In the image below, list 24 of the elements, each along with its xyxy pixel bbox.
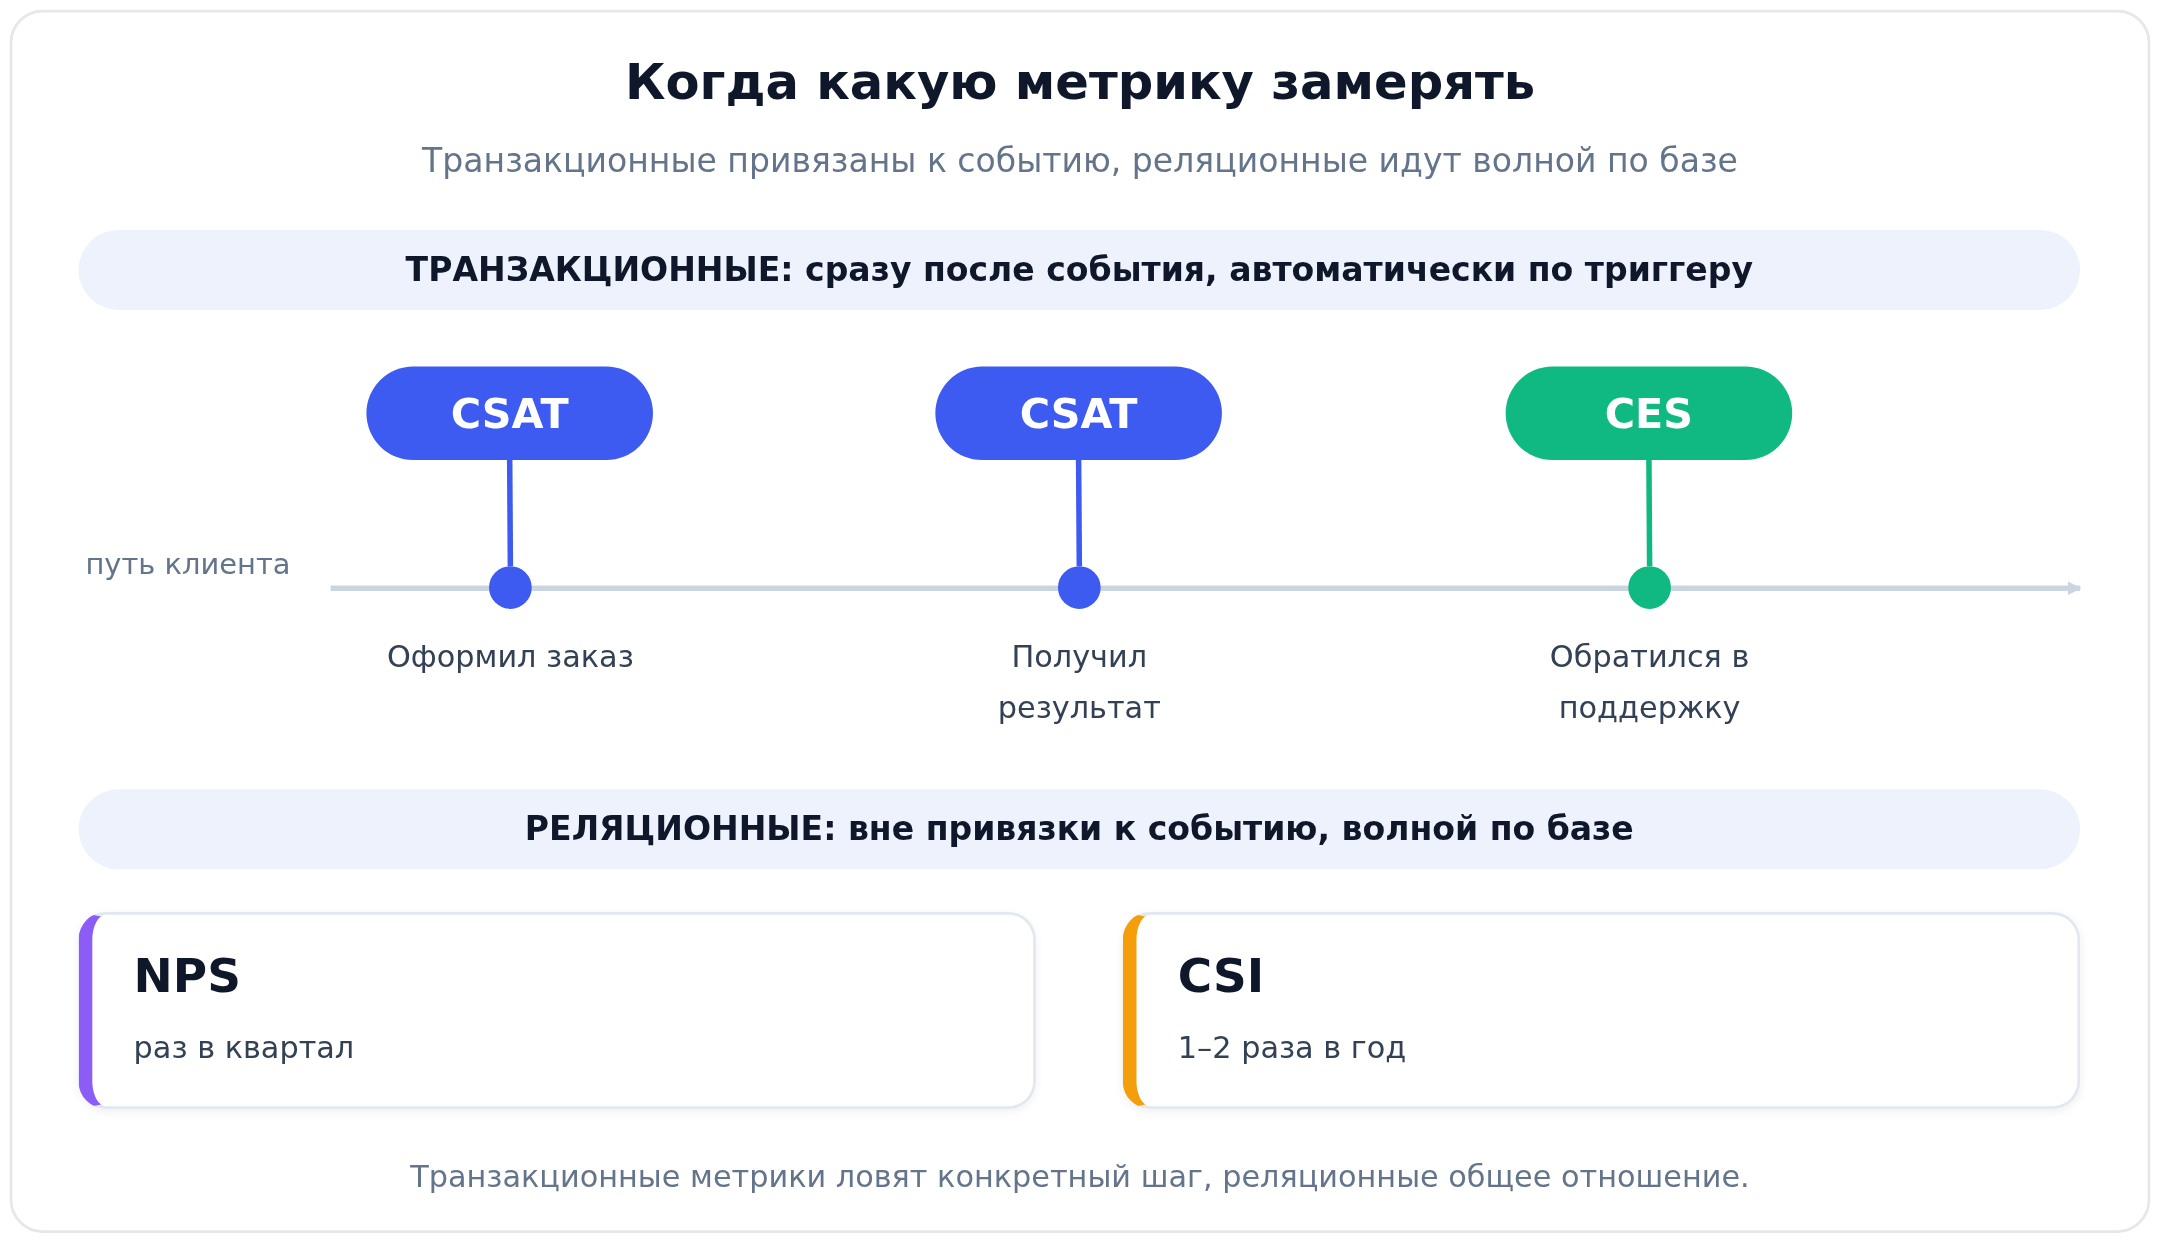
diagram-title: Когда какую метрику замерять	[623, 52, 1537, 113]
card-title: CSI	[1177, 946, 1265, 1005]
event-label: Обратился в поддержку	[1548, 638, 1751, 727]
metric-pill: CSAT	[935, 366, 1222, 461]
section-banner: ТРАНЗАКЦИОННЫЕ: сразу после события, автоматически по триггеру	[78, 230, 2081, 310]
metric-card	[1122, 911, 2081, 1109]
timeline-dot	[1628, 566, 1671, 609]
timeline-dot	[489, 566, 532, 609]
metric-pill: CSAT	[366, 366, 653, 461]
event-label: Оформил заказ	[386, 638, 635, 676]
axis-label: путь клиента	[85, 547, 292, 584]
connector-line	[1075, 460, 1083, 567]
card-text: 1–2 раза в год	[1177, 1029, 1407, 1067]
metric-card	[78, 911, 1036, 1109]
subtitle: Транзакционные привязаны к событию, реляционные идут волной по базе	[421, 140, 1739, 183]
card-text: раз в квартал	[133, 1029, 355, 1067]
connector-line	[1646, 460, 1653, 567]
metric-pill: CES	[1505, 366, 1793, 461]
caption: Транзакционные метрики ловят конкретный шаг, реляционные общее отношение.	[409, 1158, 1751, 1197]
event-label: Получил результат	[996, 638, 1162, 727]
timeline-dot	[1057, 566, 1101, 609]
section-banner: РЕЛЯЦИОННЫЕ: вне привязки к событию, волной по базе	[78, 789, 2081, 870]
connector-line	[506, 460, 514, 567]
card-title: NPS	[133, 946, 241, 1005]
